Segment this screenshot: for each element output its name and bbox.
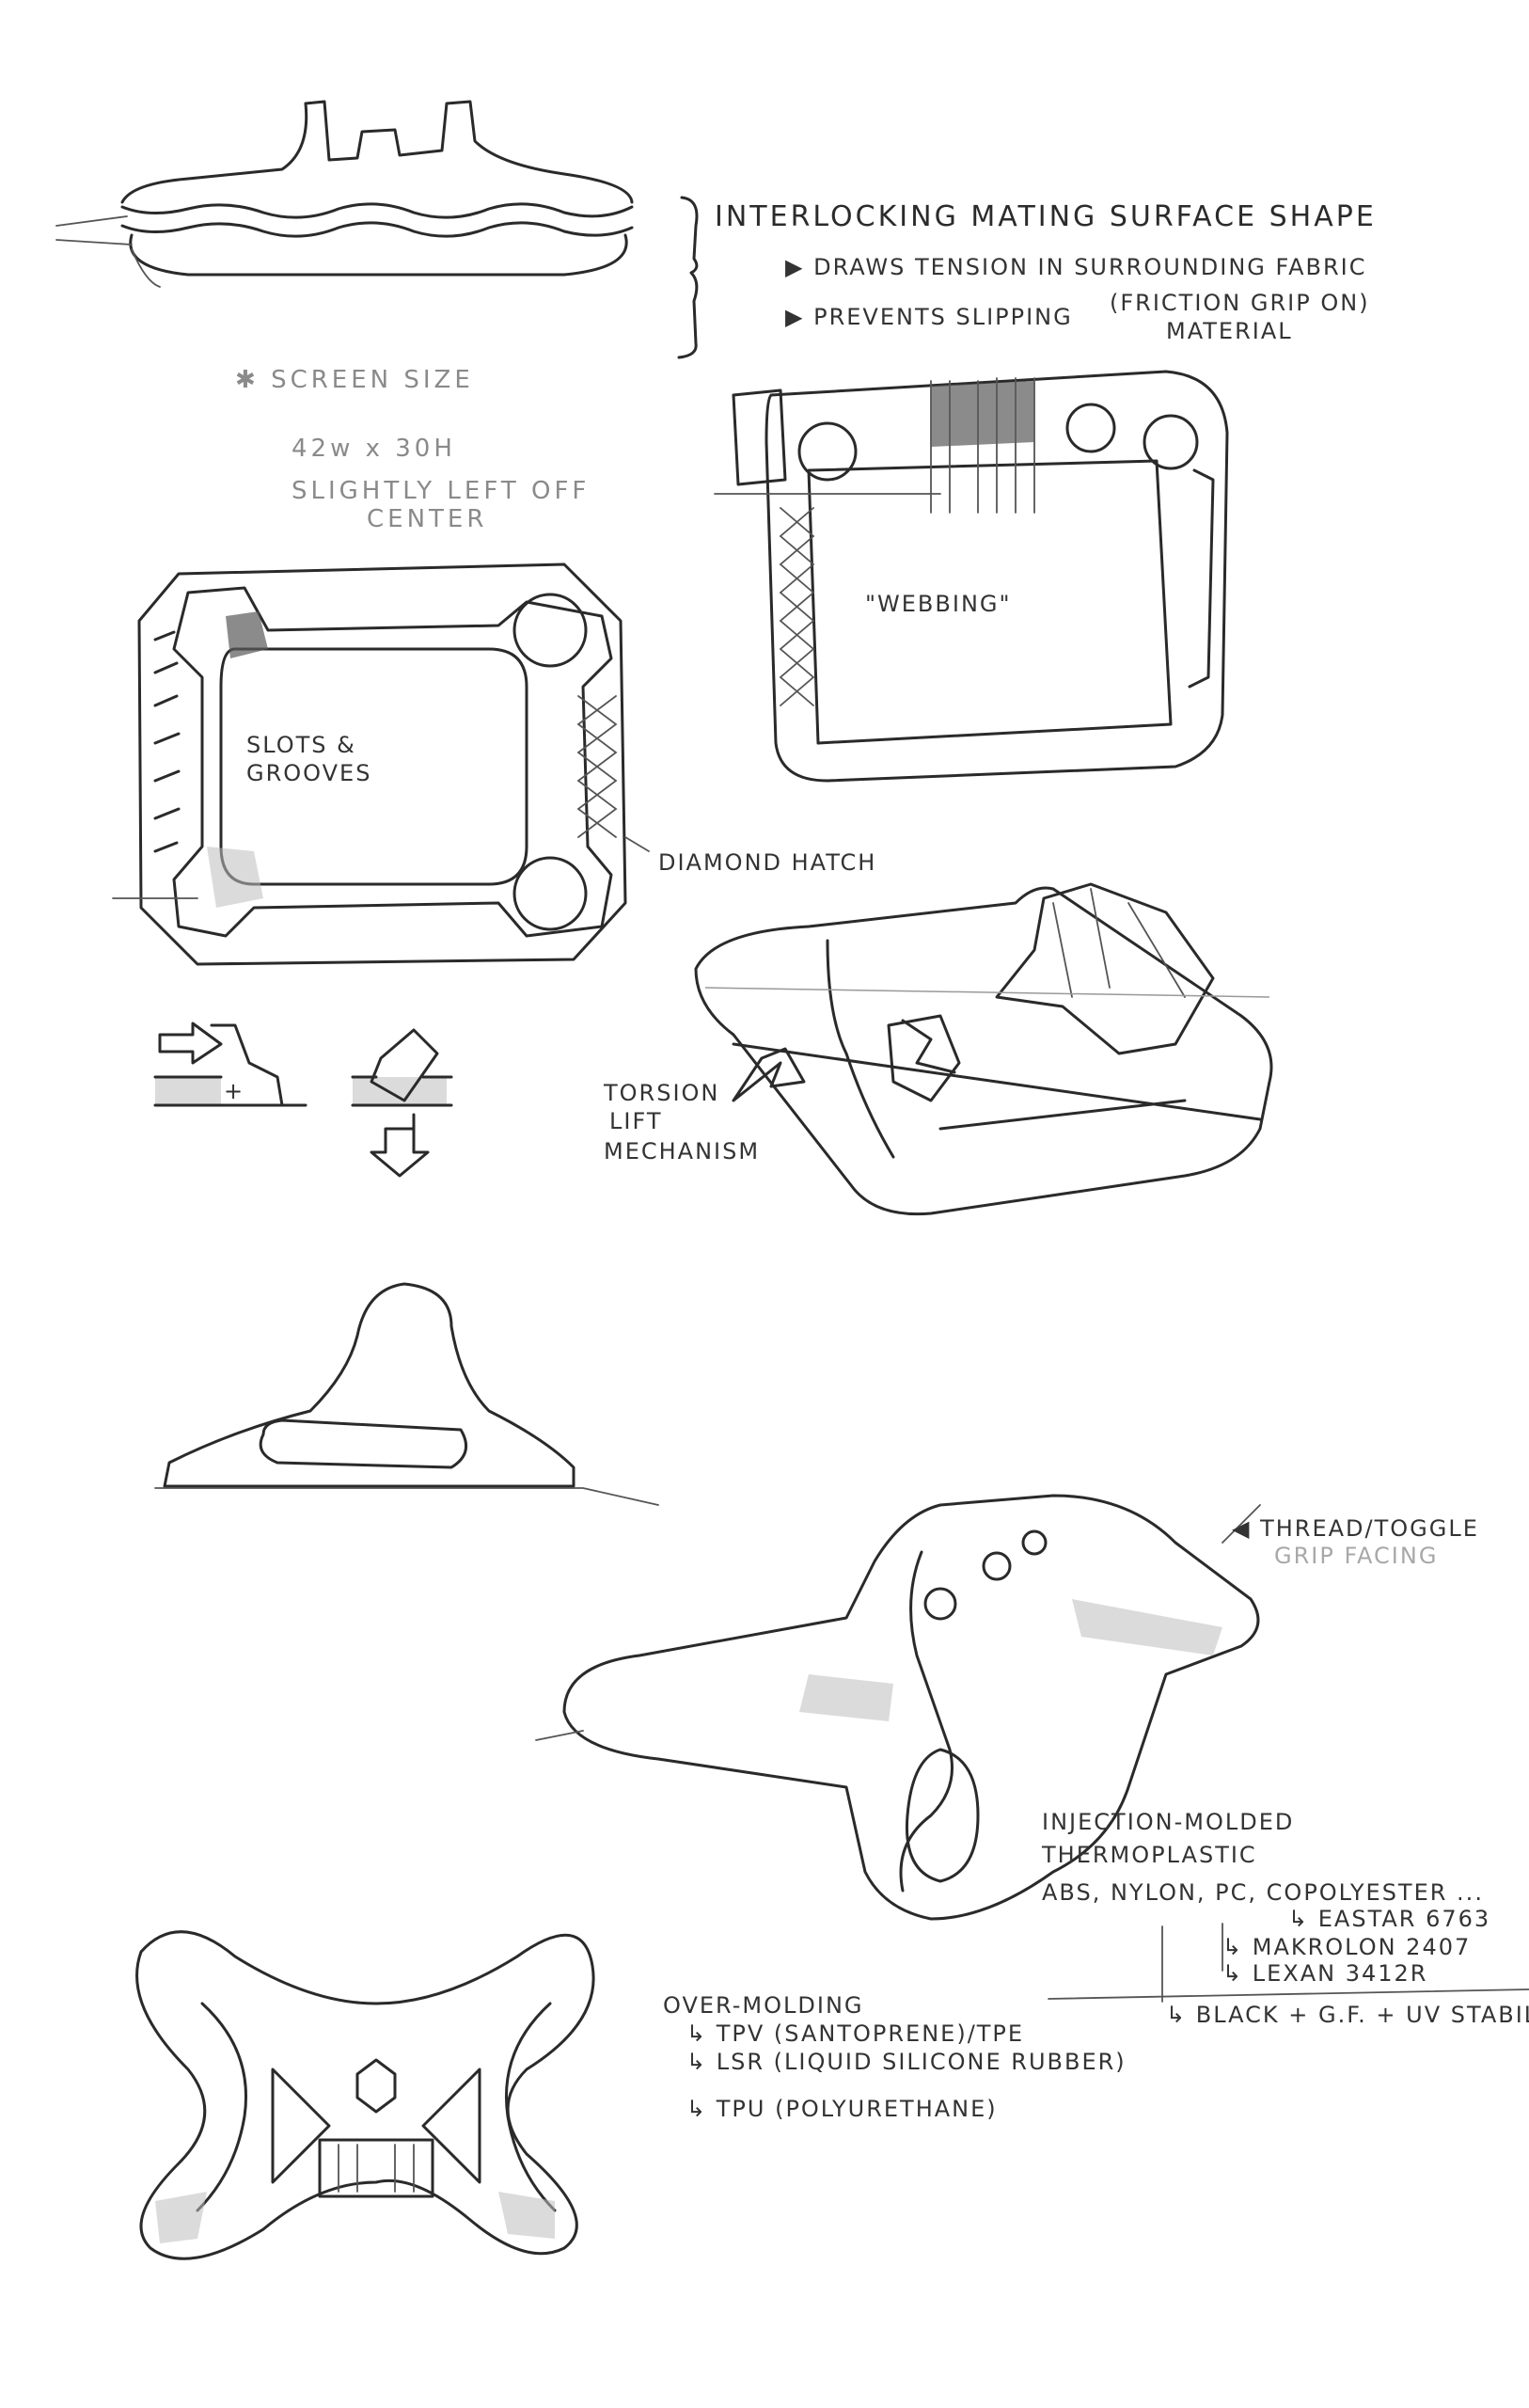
injection-line3: ABS, NYLON, PC, COPOLYESTER ... bbox=[1042, 1879, 1484, 1906]
interlocking-title: INTERLOCKING MATING SURFACE SHAPE bbox=[715, 200, 1377, 233]
overmolding-lsr: ↳ LSR (LIQUID SILICONE RUBBER) bbox=[686, 2049, 1127, 2075]
interlocking-shoe-sketch bbox=[55, 100, 634, 288]
bullet-draws-tension: ▶ DRAWS TENSION IN SURROUNDING FABRIC bbox=[785, 254, 1367, 280]
torsion-label-3: MECHANISM bbox=[604, 1138, 760, 1164]
screen-dimensions: 42w x 30H bbox=[292, 435, 456, 463]
screen-offset-note-center: CENTER bbox=[367, 505, 487, 533]
webbing-device-sketch: "WEBBING" bbox=[714, 370, 1229, 783]
screen-offset-note: SLIGHTLY LEFT OFF bbox=[292, 477, 590, 505]
slots-grooves-label: SLOTS & bbox=[246, 732, 356, 758]
thread-grip-label: ◀ THREAD/TOGGLE bbox=[1232, 1515, 1479, 1542]
diamond-hatch-label: DIAMOND HATCH bbox=[658, 849, 876, 876]
screen-size-title: ✱ SCREEN SIZE bbox=[235, 366, 474, 394]
material-black-gf-uv: ↳ BLACK + G.F. + UV STABILIZ bbox=[1166, 2002, 1529, 2028]
friction-grip-note-material: MATERIAL bbox=[1166, 318, 1293, 344]
bullet-prevents-slipping: ▶ PREVENTS SLIPPING bbox=[785, 304, 1073, 330]
overmolding-tpv: ↳ TPV (SANTOPRENE)/TPE bbox=[686, 2020, 1024, 2047]
material-eastar: ↳ EASTAR 6763 bbox=[1288, 1906, 1490, 1932]
latch-mechanism-diagrams: + bbox=[153, 1022, 453, 1178]
torsion-lift-sketch: TORSION LIFT MECHANISM bbox=[603, 882, 1273, 1216]
overmolding-tpu: ↳ TPU (POLYURETHANE) bbox=[686, 2096, 998, 2122]
slots-grooves-label-2: GROOVES bbox=[246, 760, 371, 786]
overmolding-title: OVER-MOLDING bbox=[663, 1992, 864, 2019]
interlocking-annotation: INTERLOCKING MATING SURFACE SHAPE ▶ DRAW… bbox=[677, 196, 1377, 359]
thread-grip-label-2: GRIP FACING bbox=[1274, 1543, 1438, 1569]
mount-3d-sketch: ◀ THREAD/TOGGLE GRIP FACING bbox=[535, 1494, 1479, 1921]
plus-mark: + bbox=[224, 1078, 244, 1104]
torsion-label-1: TORSION bbox=[603, 1080, 719, 1106]
injection-molded-notes: INJECTION-MOLDED THERMOPLASTIC ABS, NYLO… bbox=[1041, 1809, 1529, 2028]
torsion-label-2: LIFT bbox=[609, 1108, 663, 1134]
injection-line2: THERMOPLASTIC bbox=[1041, 1842, 1257, 1868]
x-shaped-device-sketch bbox=[135, 1930, 595, 2260]
material-makrolon: ↳ MAKROLON 2407 bbox=[1222, 1934, 1471, 1960]
square-device-sketch: SLOTS & GROOVES DIAMOND HATCH bbox=[112, 562, 876, 966]
injection-line1: INJECTION-MOLDED bbox=[1042, 1809, 1294, 1835]
webbing-label: "WEBBING" bbox=[865, 591, 1012, 617]
overmolding-notes: OVER-MOLDING ↳ TPV (SANTOPRENE)/TPE ↳ LS… bbox=[663, 1992, 1127, 2122]
side-profile-sketch bbox=[154, 1282, 659, 1506]
material-lexan: ↳ LEXAN 3412R bbox=[1222, 1960, 1427, 1987]
friction-grip-note: (FRICTION GRIP ON) bbox=[1110, 290, 1370, 316]
screen-size-notes: ✱ SCREEN SIZE 42w x 30H SLIGHTLY LEFT OF… bbox=[235, 366, 590, 533]
